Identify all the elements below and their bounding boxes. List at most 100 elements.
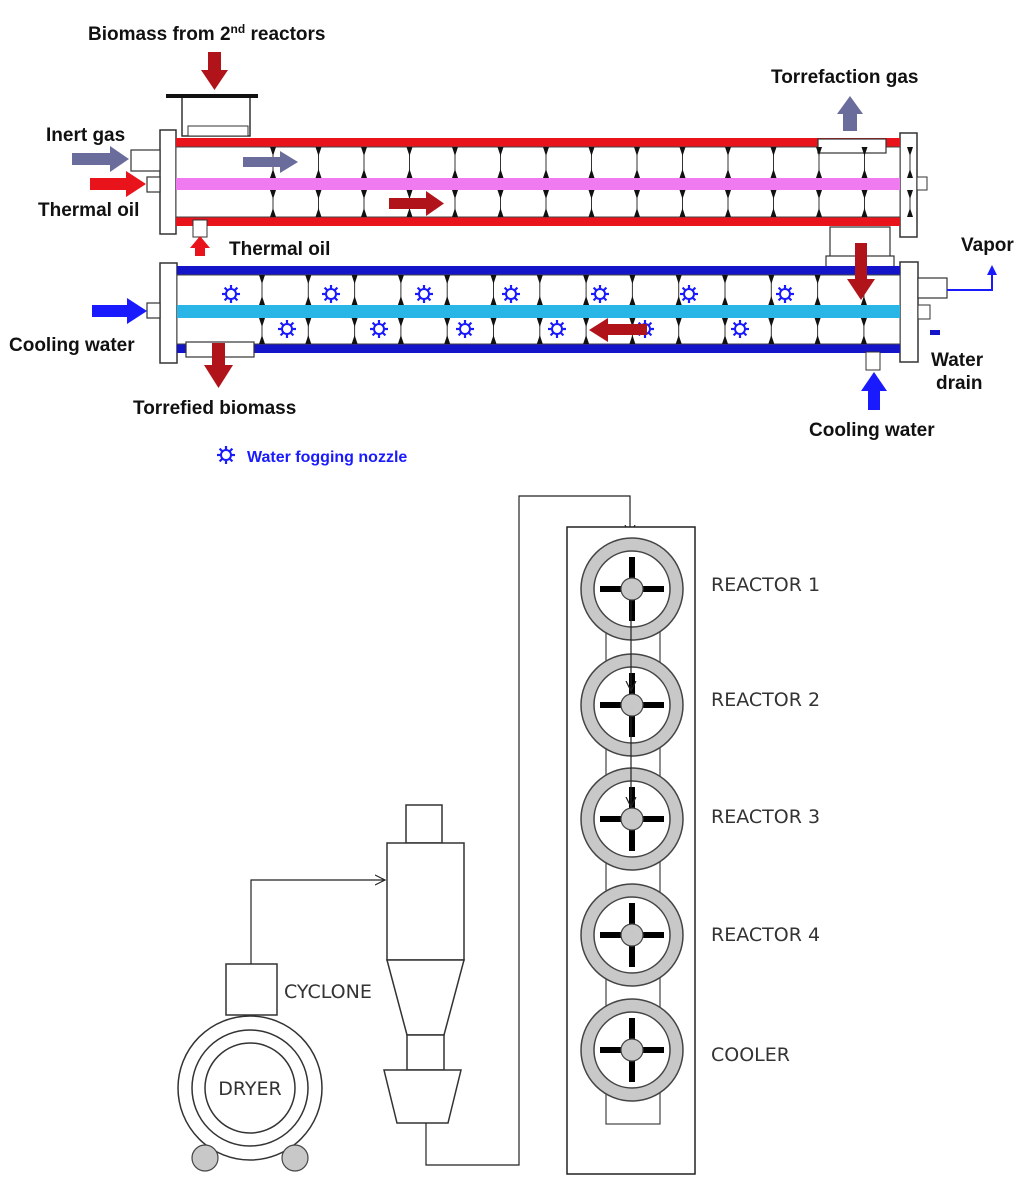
- top-paddle-lower: [816, 190, 822, 217]
- reactor-2-wheel: [580, 653, 684, 757]
- hot-outer-wall-bottom: [176, 217, 900, 226]
- cooler-paddle-upper: [490, 275, 497, 305]
- cooler-paddle-upper: [351, 275, 358, 305]
- cooler-paddle-lower: [583, 318, 590, 344]
- inert-gas-label: Inert gas: [46, 125, 125, 146]
- cooler-paddle-upper: [768, 275, 775, 305]
- torrefaction-reactor: [130, 94, 928, 268]
- top-paddle-lower: [770, 190, 777, 217]
- water-drain-label-line1: Water: [931, 350, 984, 371]
- cooler-paddle-lower: [722, 318, 728, 344]
- torrefaction-gas-label: Torrefaction gas: [771, 67, 918, 88]
- top-paddle-upper: [634, 147, 640, 178]
- thermal-oil-shaft: [176, 178, 900, 190]
- top-paddle-lower: [679, 190, 686, 217]
- torrefaction-gas-outlet: [817, 138, 887, 154]
- dryer: DRYER: [177, 963, 323, 1172]
- cooler-paddle-lower: [814, 318, 821, 344]
- dryer-to-cyclone-line: [250, 880, 385, 964]
- top-paddle-lower: [725, 190, 731, 217]
- cooler-label: COOLER: [711, 1044, 790, 1066]
- cooler-right-flange: [899, 261, 919, 363]
- water-drain-label-line2: drain: [936, 373, 982, 394]
- water-fogging-nozzle-icon: [215, 444, 237, 466]
- cooler-paddle-upper: [536, 275, 543, 305]
- cooler-paddle-upper: [722, 275, 728, 305]
- cooler-paddle-lower: [305, 318, 312, 344]
- cooler-paddle-upper: [397, 275, 404, 305]
- reactor-1-label: REACTOR 1: [711, 574, 820, 596]
- cooler-paddle-lower: [768, 318, 775, 344]
- cooling-water-shaft: [177, 305, 900, 318]
- top-paddle-upper: [679, 147, 686, 178]
- left-flange: [159, 129, 177, 235]
- dryer-label: DRYER: [218, 1078, 281, 1100]
- cooler-paddle-lower: [444, 318, 451, 344]
- thermal-oil-mid-arrow: [190, 236, 210, 256]
- cooling-water-left-label: Cooling water: [9, 335, 135, 356]
- cold-outer-wall-top: [177, 266, 900, 275]
- inert-gas-arrow: [72, 146, 129, 172]
- top-paddle-upper: [361, 147, 367, 178]
- cooler-paddle-lower: [259, 318, 265, 344]
- reactor-4-wheel: [580, 883, 684, 987]
- legend-label: Water fogging nozzle: [247, 449, 407, 466]
- water-drain-pipe: [930, 330, 940, 335]
- top-paddle-upper: [725, 147, 731, 178]
- cyclone-label: CYCLONE: [284, 981, 372, 1003]
- cooler-paddle-upper: [583, 275, 590, 305]
- top-paddle-lower: [907, 190, 913, 217]
- top-paddle-upper: [406, 147, 413, 178]
- cooler-flow-arrow: [589, 318, 647, 342]
- legend: Water fogging nozzle: [215, 444, 407, 466]
- cooler-paddle-upper: [259, 275, 265, 305]
- hopper-lid: [166, 94, 258, 98]
- top-paddle-upper: [907, 147, 913, 178]
- thermal-oil-in-arrow: [90, 171, 146, 197]
- thermal-oil-mid-label: Thermal oil: [229, 239, 330, 260]
- cyclone-body: [386, 842, 465, 961]
- top-paddle-lower: [361, 190, 367, 217]
- thermal-oil-left-label: Thermal oil: [38, 200, 139, 221]
- cooler-paddle-lower: [490, 318, 497, 344]
- cooler-paddle-lower: [351, 318, 358, 344]
- top-paddle-lower: [315, 190, 322, 217]
- top-paddle-lower: [861, 190, 868, 217]
- cooler-paddle-lower: [860, 318, 867, 344]
- cooler-paddle-upper: [675, 275, 682, 305]
- biomass-flow-arrow: [389, 191, 444, 216]
- cooler-wheel: [580, 998, 684, 1102]
- top-paddle-lower: [452, 190, 458, 217]
- cooler-paddle-lower: [536, 318, 543, 344]
- torrefaction-gas-arrow: [837, 96, 863, 131]
- cooler-paddle-lower: [675, 318, 682, 344]
- biomass-in-label: Biomass from 2nd reactors: [88, 22, 326, 45]
- cooler-paddle-upper: [814, 275, 821, 305]
- torrefied-biomass-label: Torrefied biomass: [133, 398, 296, 419]
- vapor-port: [917, 277, 948, 299]
- cyclone-to-reactor-line: [425, 495, 630, 1166]
- cooler-paddle-upper: [444, 275, 451, 305]
- gas-flow-arrow: [243, 151, 298, 173]
- transfer-down-arrow: [847, 243, 875, 300]
- dryer-wheel-right: [281, 1144, 309, 1172]
- cyclone: CYCLONE: [284, 804, 465, 1124]
- cooling-water-up-arrow: [861, 372, 887, 410]
- dryer-wheel-left: [191, 1144, 219, 1172]
- cooler-paddles: [259, 275, 867, 344]
- top-paddle-upper: [497, 147, 504, 178]
- cooling-reactor: [146, 261, 948, 371]
- top-paddle-upper: [770, 147, 777, 178]
- torrefied-out-arrow: [204, 343, 233, 388]
- top-paddle-upper: [543, 147, 549, 178]
- inert-gas-port: [130, 149, 161, 172]
- top-paddle-lower: [543, 190, 549, 217]
- cooling-water-in-arrow: [92, 298, 147, 324]
- reactor-3-wheel: [580, 767, 684, 871]
- top-paddle-upper: [816, 147, 822, 178]
- top-paddle-upper: [315, 147, 322, 178]
- reactor-4-label: REACTOR 4: [711, 924, 820, 946]
- cooler-paddle-upper: [305, 275, 312, 305]
- reactor-3-label: REACTOR 3: [711, 806, 820, 828]
